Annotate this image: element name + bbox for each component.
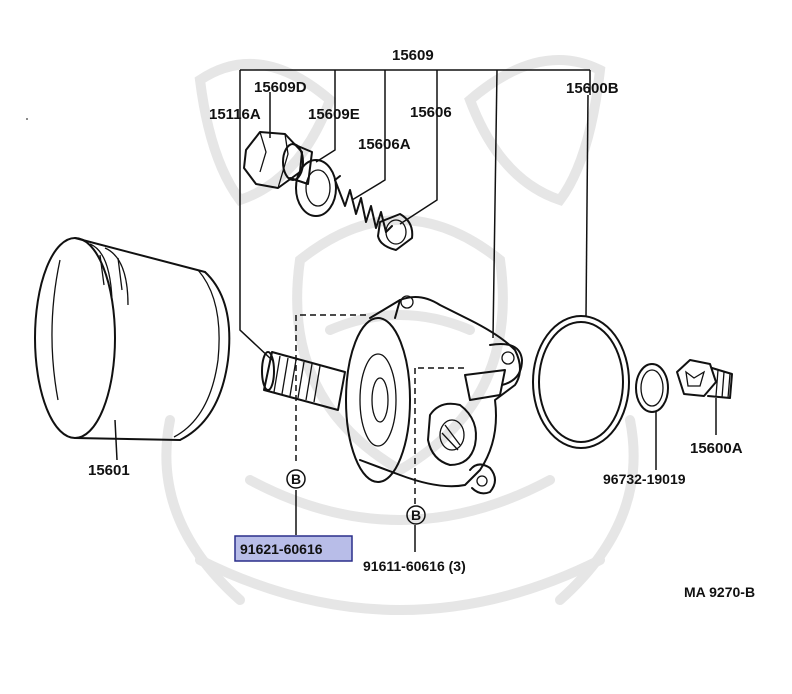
svg-text:91621-60616: 91621-60616	[240, 541, 323, 557]
relief-valve-piston	[377, 213, 414, 251]
label-15609D[interactable]: 15609D	[254, 79, 307, 96]
diagram-ref-code: MA 9270-B	[684, 584, 755, 600]
stray-dot	[26, 118, 28, 120]
marker-b-2: B	[406, 505, 426, 525]
label-15600B[interactable]: 15600B	[566, 80, 619, 97]
oil-filter	[34, 237, 231, 441]
label-15609E[interactable]: 15609E	[308, 106, 360, 123]
label-15606A[interactable]: 15606A	[358, 136, 411, 153]
watermark-emblem-icon	[161, 55, 639, 615]
leader-lines	[114, 69, 717, 552]
o-ring-large	[532, 315, 630, 449]
label-15606[interactable]: 15606	[410, 104, 452, 121]
plug-bolt	[676, 359, 733, 399]
relief-valve-gasket	[295, 159, 337, 217]
label-15609[interactable]: 15609	[392, 47, 434, 64]
marker-b-1: B	[286, 469, 306, 489]
svg-text:B: B	[411, 507, 421, 523]
label-91621-60616-highlighted[interactable]: 91621-60616	[234, 535, 353, 562]
label-15600A[interactable]: 15600A	[690, 440, 743, 457]
label-15601[interactable]: 15601	[88, 462, 130, 479]
label-96732-19019[interactable]: 96732-19019	[603, 471, 686, 487]
label-91611-60616[interactable]: 91611-60616 (3)	[363, 558, 466, 574]
svg-text:B: B	[291, 471, 301, 487]
gasket-small	[635, 363, 669, 413]
label-15116A[interactable]: 15116A	[209, 106, 261, 123]
threaded-nipple	[261, 351, 346, 411]
relief-valve-spring	[334, 175, 393, 233]
oil-filter-bracket	[345, 295, 523, 495]
